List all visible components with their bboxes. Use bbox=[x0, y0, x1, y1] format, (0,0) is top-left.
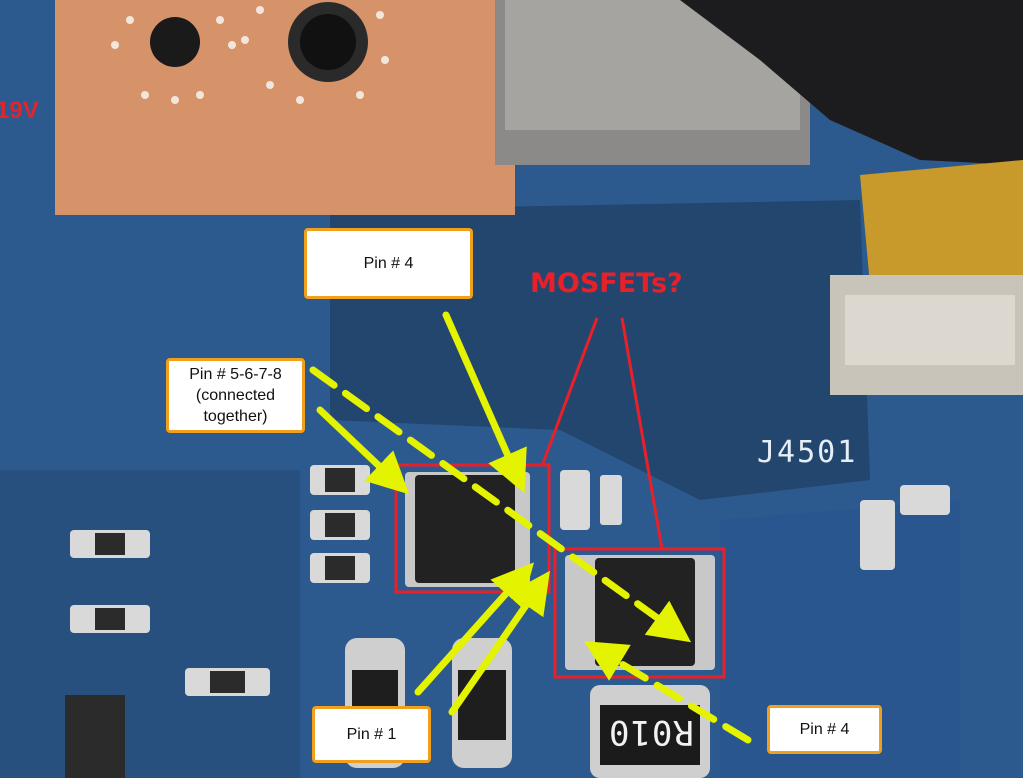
callout-text: together) bbox=[203, 408, 268, 425]
arrow-pin5678-dashed bbox=[309, 366, 692, 643]
connector-ref-label: J4501 bbox=[757, 435, 858, 470]
arrow-pin4-top bbox=[442, 311, 527, 494]
callout-text: Pin # 4 bbox=[799, 720, 850, 738]
current-sense-resistor bbox=[600, 705, 700, 765]
voltage-marking: 19V bbox=[0, 97, 39, 124]
pointer-line bbox=[540, 317, 599, 467]
mosfet-chip-1 bbox=[415, 475, 515, 583]
callout-text: Pin # 4 bbox=[363, 254, 414, 272]
callout-text: Pin # 1 bbox=[346, 725, 397, 743]
callout-text: (connected bbox=[195, 387, 276, 404]
pointer-line bbox=[620, 317, 664, 550]
callout-pin1: Pin # 1 bbox=[312, 706, 431, 763]
cable bbox=[680, 0, 1023, 165]
callout-pin4-top: Pin # 4 bbox=[304, 228, 473, 299]
mounting-hole bbox=[150, 17, 200, 67]
kapton-tape bbox=[860, 160, 1023, 295]
mosfets-label: MOSFETs? bbox=[530, 268, 683, 299]
arrow-pin1-a bbox=[414, 562, 535, 696]
callout-pin4-bottom: Pin # 4 bbox=[767, 705, 882, 754]
resistor-marking: R010 bbox=[608, 712, 694, 752]
arrow-pin1-b bbox=[448, 570, 550, 716]
callout-pin5678: Pin # 5-6-7-8 (connected together) bbox=[166, 358, 305, 433]
copper-pad bbox=[55, 0, 515, 215]
highlight-box-1 bbox=[394, 463, 551, 594]
arrow-pin4-bottom bbox=[584, 641, 752, 744]
arrow-pin5678 bbox=[316, 406, 410, 495]
callout-text: Pin # 5-6-7-8 bbox=[189, 366, 282, 383]
